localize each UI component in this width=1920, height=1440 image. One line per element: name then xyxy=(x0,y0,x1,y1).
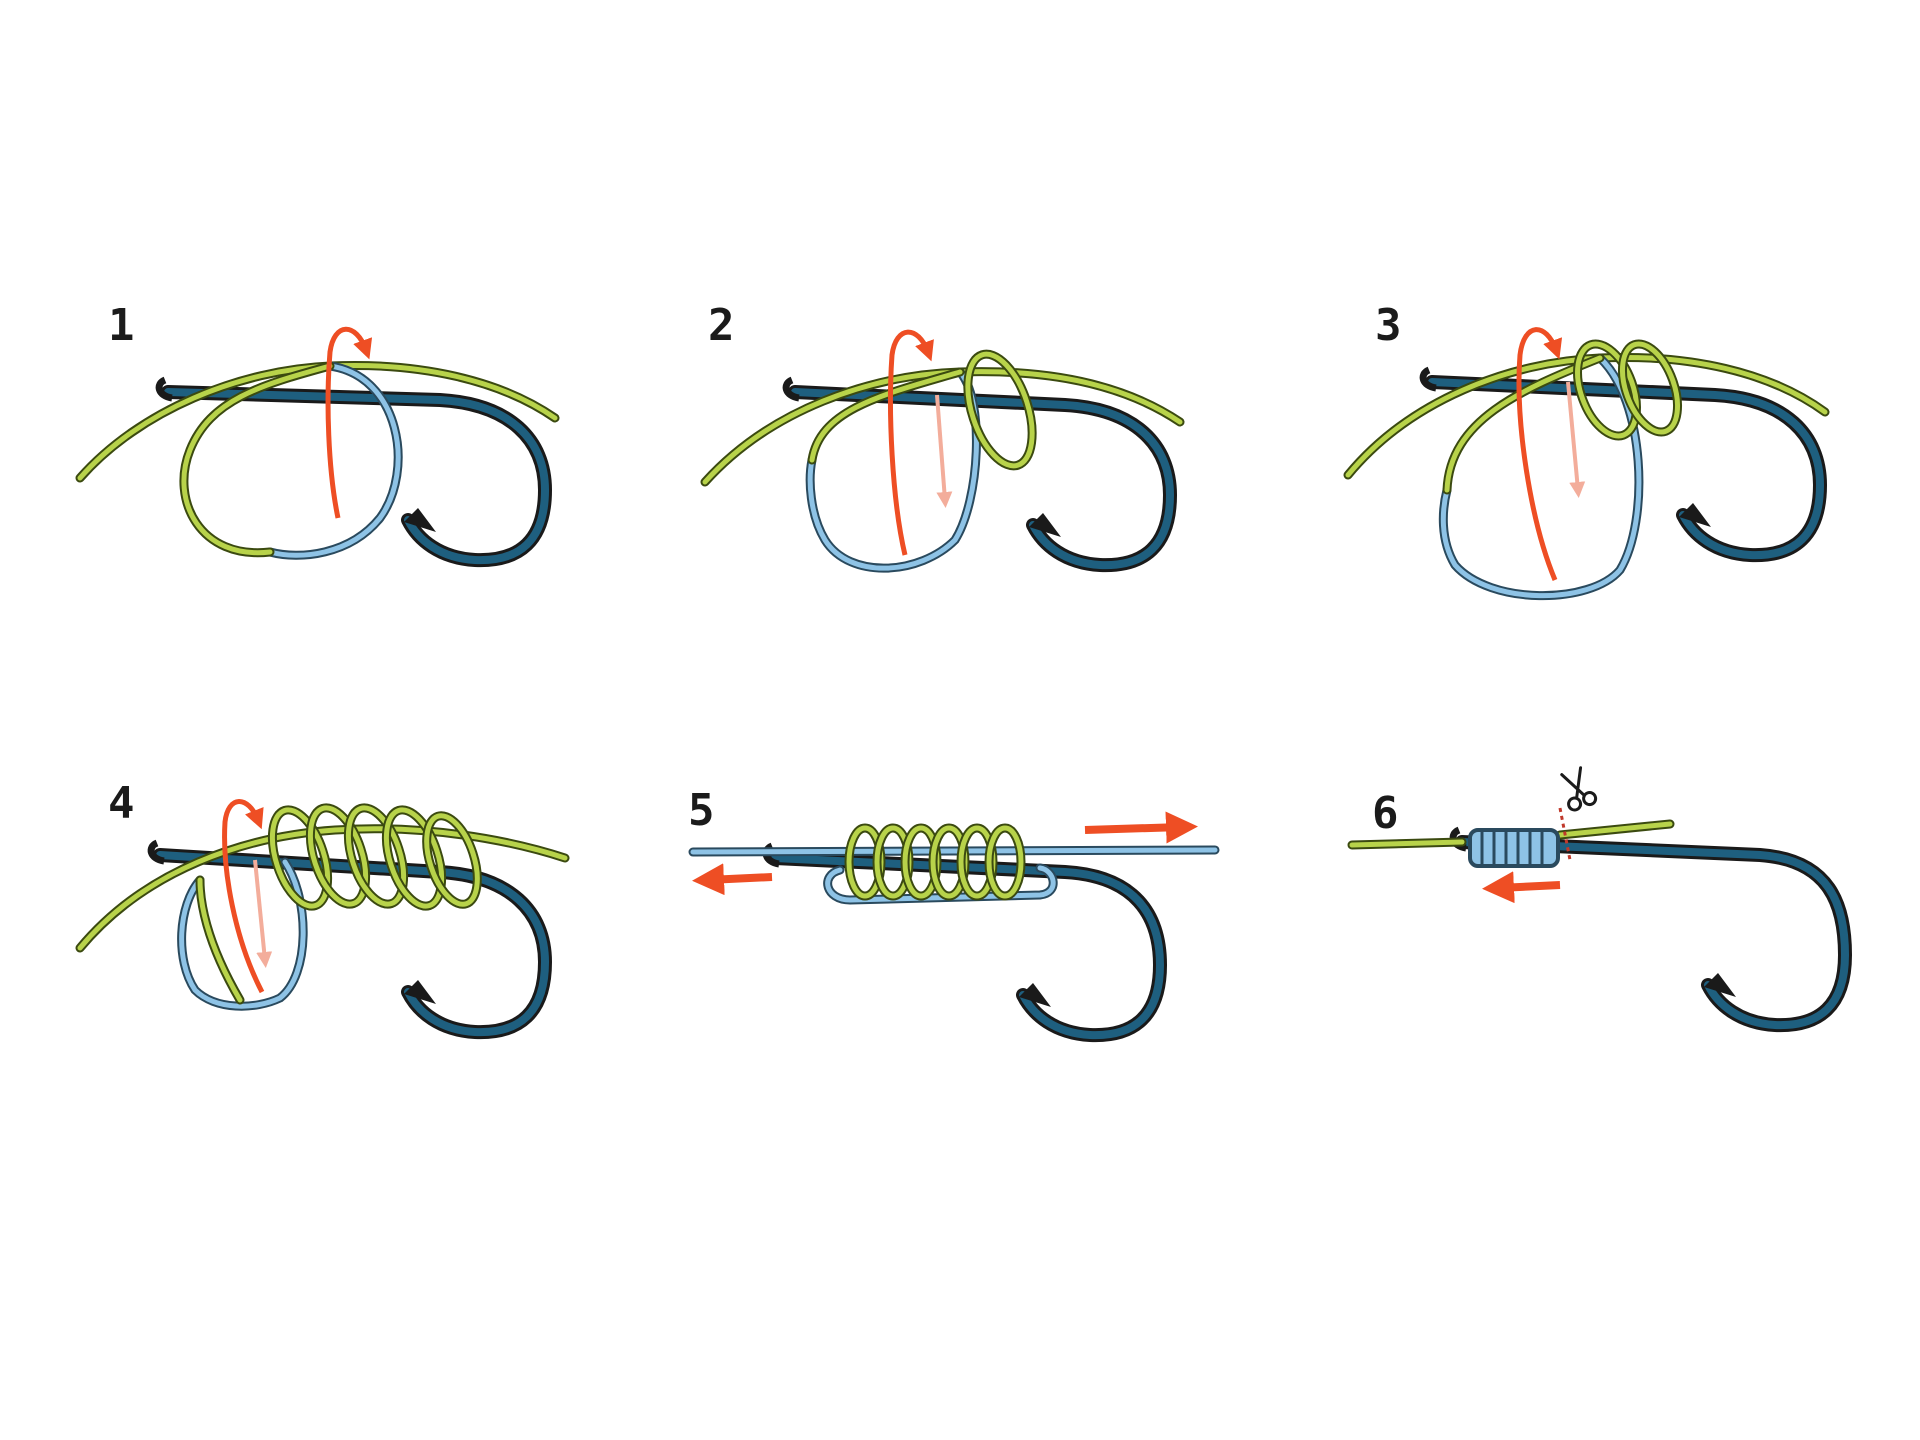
step-6-number: 6 xyxy=(1372,788,1399,839)
arrow-icon xyxy=(253,859,273,968)
hook xyxy=(1419,366,1828,563)
step-2-number: 2 xyxy=(708,300,735,351)
hook xyxy=(782,376,1178,573)
hook xyxy=(155,376,553,568)
hook xyxy=(147,839,553,1040)
wrap-coils xyxy=(844,823,1026,901)
arrow-icon xyxy=(692,863,773,896)
scissors-icon xyxy=(1560,766,1598,812)
step-3-number: 3 xyxy=(1375,300,1402,351)
arrow-icon xyxy=(1516,327,1563,581)
wrap-coils xyxy=(267,803,482,911)
cut-line xyxy=(1558,807,1572,861)
arrow-icon xyxy=(1482,871,1561,904)
arrow-icon xyxy=(222,799,265,994)
step-3-panel: 3 xyxy=(1343,300,1830,601)
step-6-panel: 6 xyxy=(1347,766,1853,1033)
step-1-number: 1 xyxy=(108,300,135,351)
step-2-panel: 2 xyxy=(700,300,1185,573)
arrow-icon xyxy=(1566,381,1586,498)
wrap-coils xyxy=(1468,828,1560,868)
step-5-panel: 5 xyxy=(688,785,1220,1043)
step-4-panel: 4 xyxy=(75,778,570,1040)
arrow-icon xyxy=(1084,811,1198,844)
step-4-number: 4 xyxy=(108,778,135,829)
step-1-panel: 1 xyxy=(75,300,560,568)
arrow-icon xyxy=(888,329,934,556)
arrow-icon xyxy=(935,394,953,508)
step-5-number: 5 xyxy=(688,785,715,836)
arrow-icon xyxy=(325,326,373,519)
